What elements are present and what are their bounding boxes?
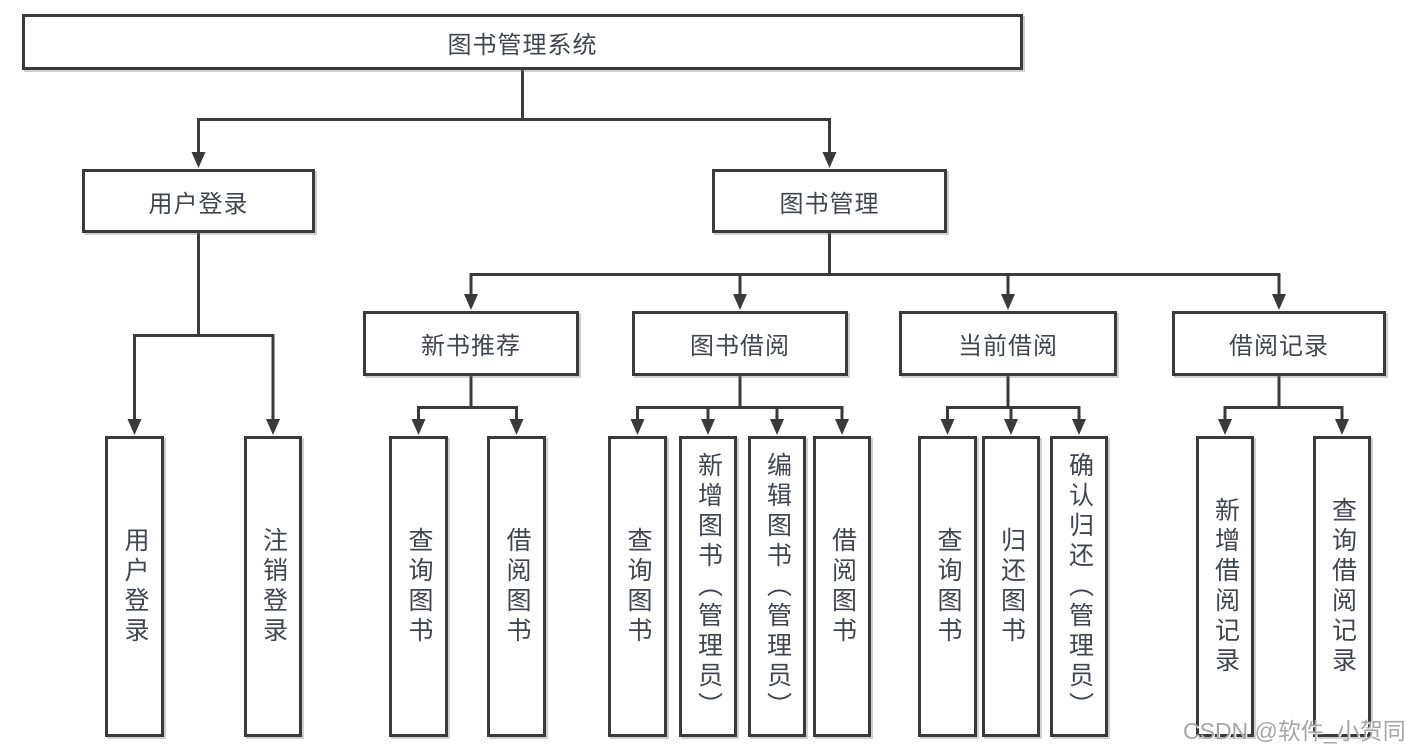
connector-new-book-recommend-to-leaves (411, 376, 524, 435)
node-add-books-admin-label: 新增图书（管理员） (694, 451, 723, 722)
node-current-borrowing: 当前借阅 (899, 311, 1117, 376)
node-logout-action: 注销登录 (244, 436, 302, 737)
connector-borrowing-records-to-leaves (1218, 376, 1349, 435)
node-confirm-return-admin: 确认归还（管理员） (1050, 436, 1108, 737)
node-current-borrowing-label: 当前借阅 (958, 333, 1058, 360)
csdn-watermark: CSDN @软件_小贺同学 (1183, 718, 1405, 744)
node-user-login-action: 用户登录 (105, 436, 164, 737)
connector-book-management-to-modules (464, 233, 1286, 310)
connector-current-borrowing-to-leaves (940, 376, 1086, 435)
node-borrow-books: 借阅图书 (813, 436, 871, 737)
node-user-login-branch: 用户登录 (82, 169, 315, 233)
node-book-management-branch: 图书管理 (712, 169, 947, 233)
node-query-borrow-record: 查询借阅记录 (1313, 436, 1371, 737)
node-book-borrowing: 图书借阅 (632, 311, 848, 376)
node-query-books-current-label: 查询图书 (934, 526, 962, 647)
node-borrow-books-recommend-label: 借阅图书 (503, 526, 531, 647)
node-borrow-books-label: 借阅图书 (828, 526, 857, 647)
node-confirm-return-admin-label: 确认归还（管理员） (1065, 451, 1094, 722)
node-root-label: 图书管理系统 (447, 31, 598, 59)
node-add-borrow-record: 新增借阅记录 (1196, 436, 1254, 737)
connector-root-to-branches (191, 69, 837, 168)
node-edit-books-admin: 编辑图书（管理员） (748, 436, 806, 737)
connector-book-borrowing-to-leaves (630, 376, 849, 435)
node-return-books-label: 归还图书 (997, 526, 1026, 647)
node-book-management-branch-label: 图书管理 (779, 190, 880, 218)
node-logout-action-label: 注销登录 (259, 526, 288, 647)
node-query-books-recommend-label: 查询图书 (405, 526, 433, 647)
node-borrowing-records: 借阅记录 (1172, 311, 1386, 376)
node-new-book-recommend-label: 新书推荐 (421, 333, 521, 360)
node-user-login-branch-label: 用户登录 (148, 190, 249, 218)
node-query-books-recommend: 查询图书 (389, 436, 448, 737)
node-edit-books-admin-label: 编辑图书（管理员） (763, 451, 792, 722)
node-query-borrow-record-label: 查询借阅记录 (1328, 496, 1357, 677)
node-borrow-books-recommend: 借阅图书 (487, 436, 546, 737)
node-query-books-current: 查询图书 (918, 436, 977, 737)
node-root-system: 图书管理系统 (22, 14, 1023, 70)
node-add-books-admin: 新增图书（管理员） (679, 436, 737, 737)
node-borrowing-records-label: 借阅记录 (1229, 333, 1329, 360)
node-add-borrow-record-label: 新增借阅记录 (1211, 496, 1240, 677)
node-query-books-borrow: 查询图书 (608, 436, 667, 737)
node-book-borrowing-label: 图书借阅 (690, 333, 790, 360)
node-query-books-borrow-label: 查询图书 (624, 526, 652, 647)
node-new-book-recommend: 新书推荐 (363, 311, 579, 376)
node-user-login-action-label: 用户登录 (121, 526, 149, 647)
node-return-books: 归还图书 (982, 436, 1040, 737)
connector-user-login-to-leaves (127, 232, 280, 435)
